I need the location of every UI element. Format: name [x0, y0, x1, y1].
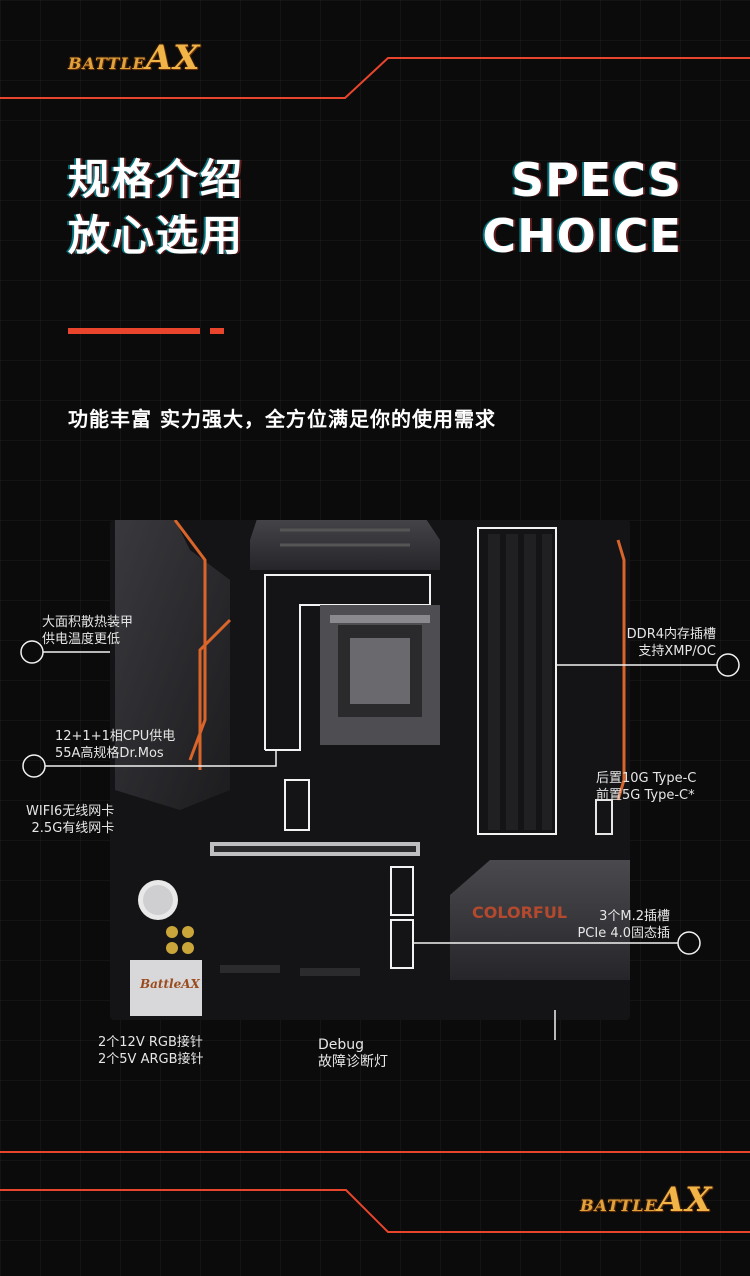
motherboard-illustration: COLORFUL BattleAX — [115, 510, 630, 1016]
title-en-line2: CHOICE — [482, 209, 682, 263]
battleax-logo-bottom: BATTLEAX — [580, 1180, 713, 1220]
callout-memory: DDR4内存插槽支持XMP/OC — [626, 627, 716, 659]
title-cn-line2: 放心选用 — [68, 211, 245, 260]
title-en-line1: SPECS — [510, 153, 682, 207]
title-cn-line1: 规格介绍 — [68, 155, 245, 204]
battleax-logo-top: BATTLEAX — [68, 38, 201, 78]
subtitle: 功能丰富 实力强大，全方位满足你的使用需求 — [68, 407, 496, 431]
accent-bar-dot — [210, 328, 224, 334]
board-brand-text: COLORFUL — [472, 903, 567, 922]
board-badge-text: BattleAX — [139, 977, 201, 991]
motherboard-image: COLORFUL BattleAX — [110, 510, 630, 1020]
accent-bar — [68, 328, 200, 334]
callout-heatsink: 大面积散热装甲供电温度更低 — [42, 615, 134, 647]
